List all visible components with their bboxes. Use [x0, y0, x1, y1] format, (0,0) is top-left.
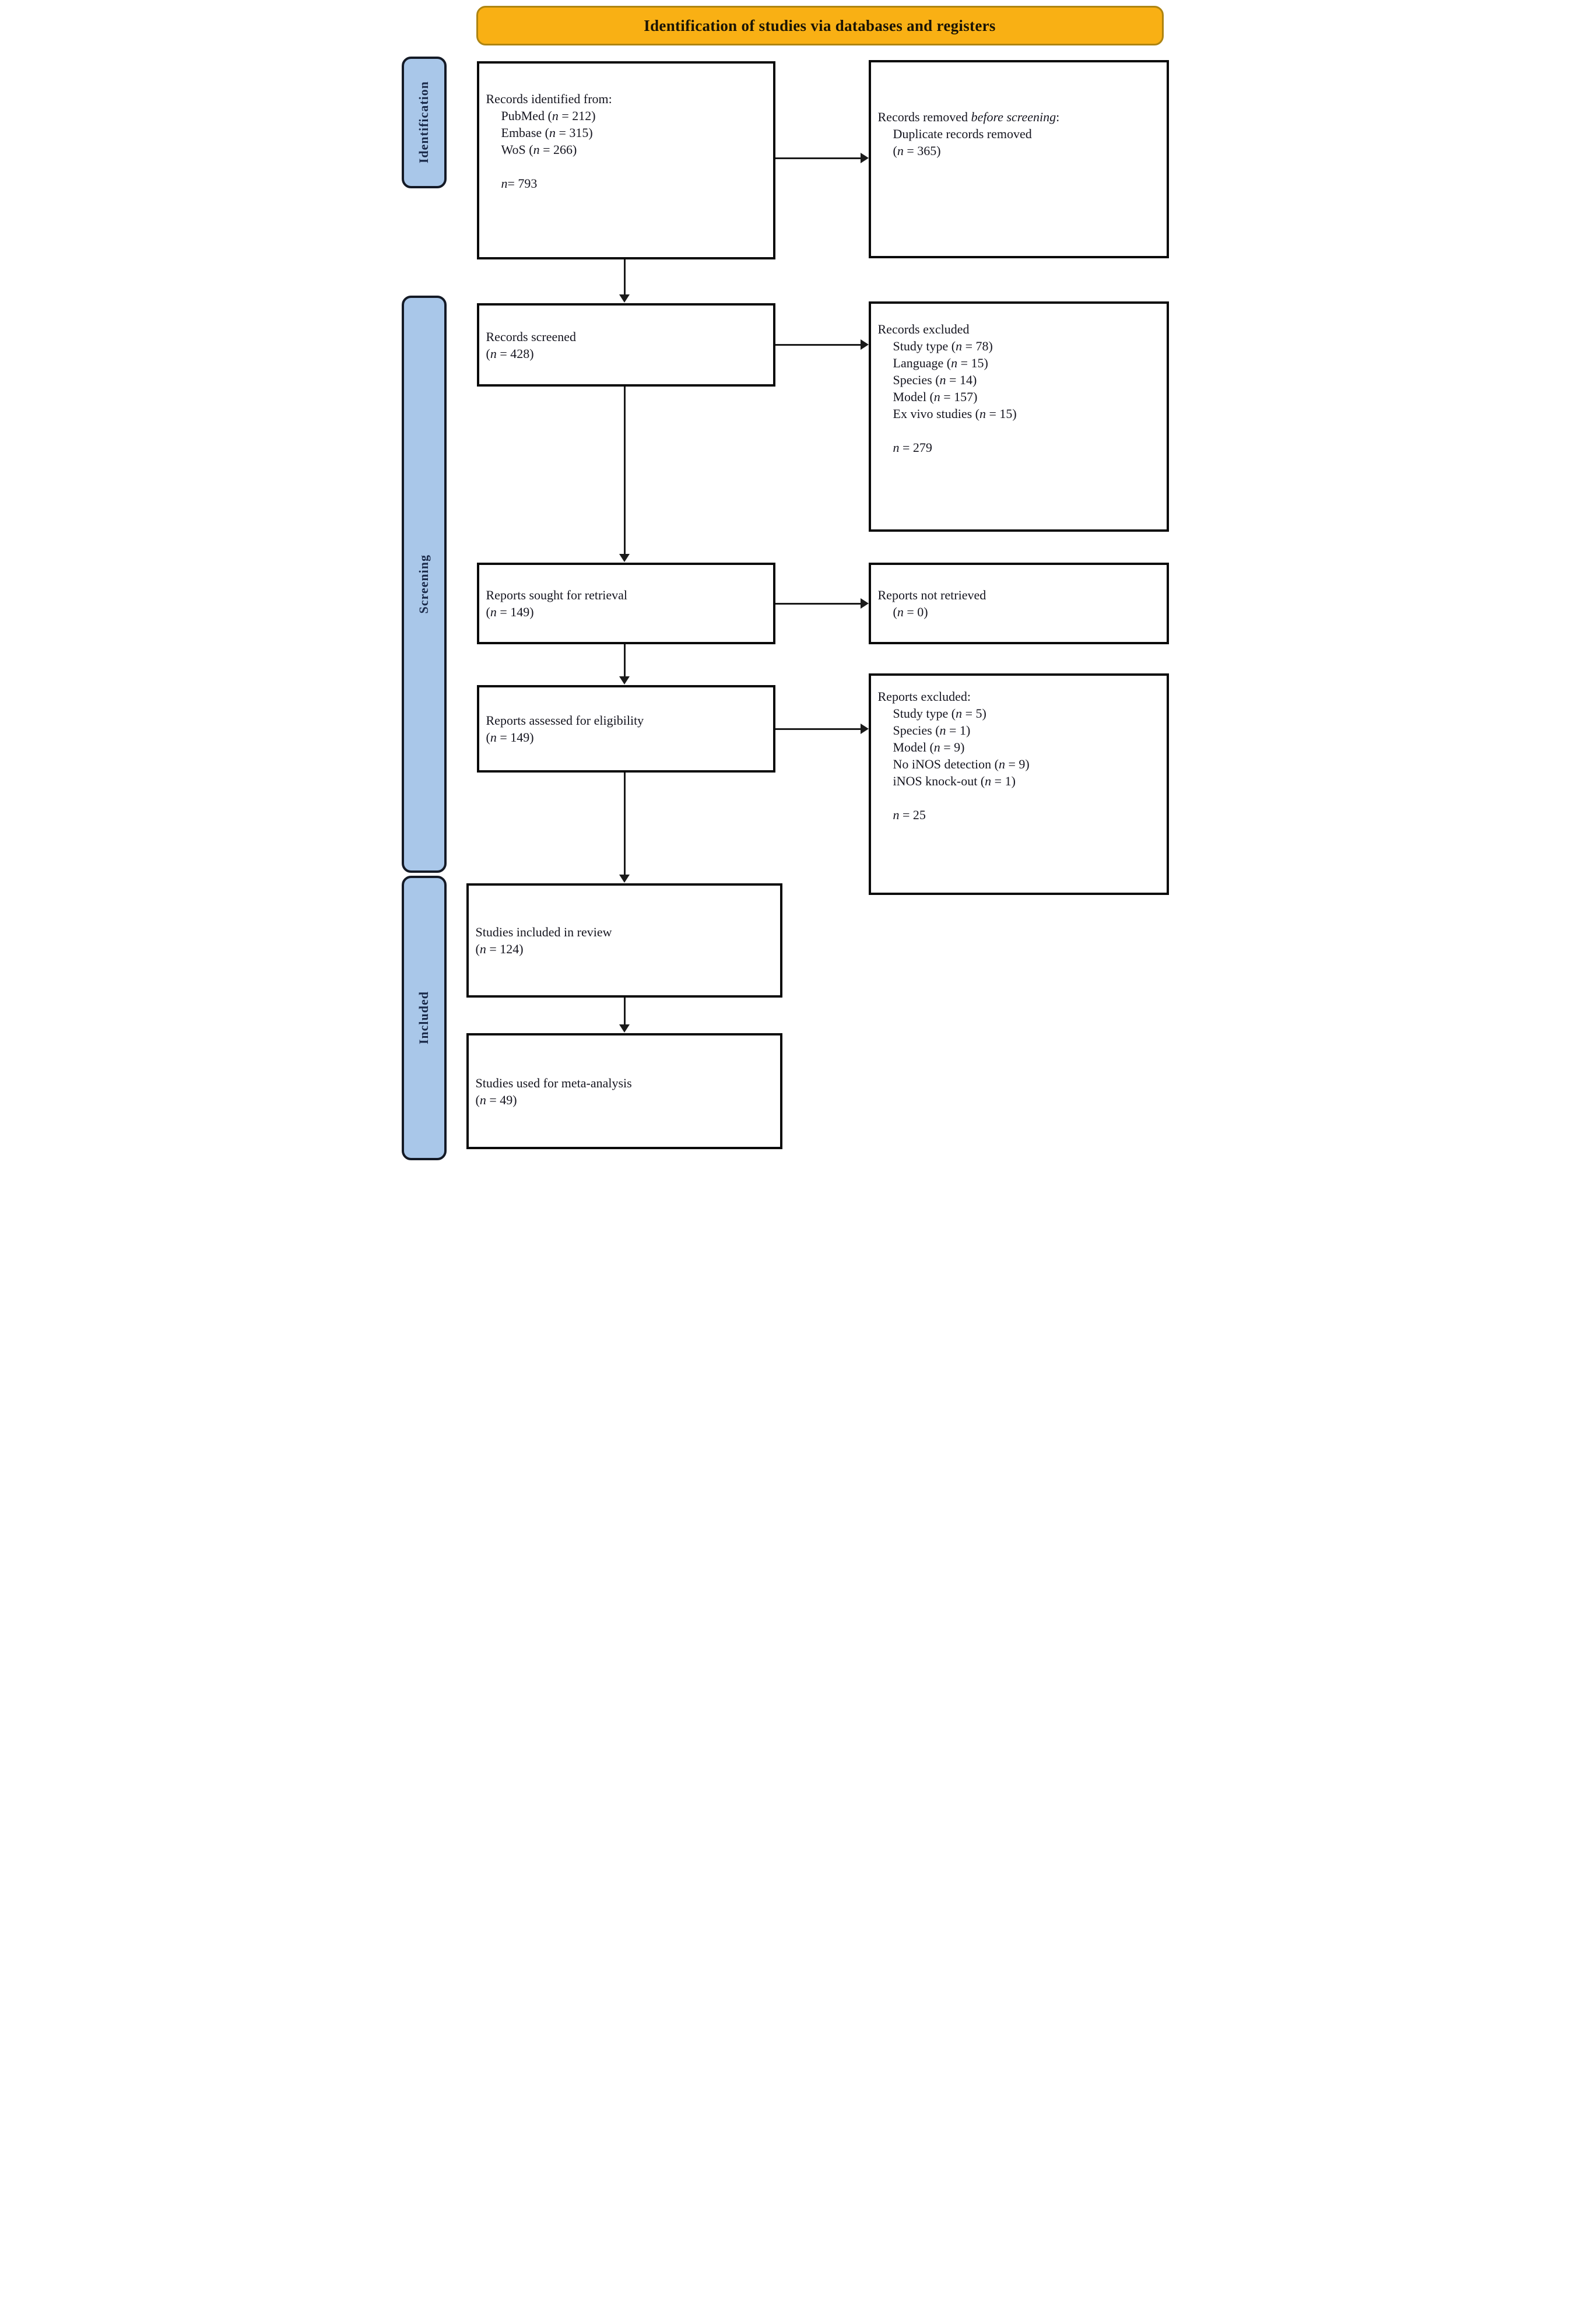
text-line: Duplicate records removed: [893, 127, 1032, 141]
box-studies-included-in-review: Studies included in review (n = 124): [466, 883, 782, 998]
text-line: Records identified from:: [486, 92, 612, 106]
text-line: [878, 789, 1161, 806]
text-line: Reports excluded:: [877, 689, 971, 704]
arrow-identified-to-removed: [775, 153, 869, 163]
text-line: Reports assessed for eligibility: [486, 713, 644, 728]
text-line: (n = 428): [486, 346, 534, 361]
text-line: PubMed (n = 212): [501, 108, 596, 123]
text-line: Study type (n = 5): [893, 706, 986, 721]
box-reports-assessed-for-eligibility: Reports assessed for eligibility (n = 149…: [476, 685, 775, 773]
arrow-sought-to-not-retrieved: [775, 598, 869, 609]
stage-identification-label: Identification: [416, 81, 431, 164]
arrow-assessed-to-excluded: [775, 724, 869, 734]
stage-identification: Identification: [401, 57, 447, 188]
banner-title: Identification of studies via databases …: [476, 6, 1164, 45]
arrow-sought-to-assessed: [619, 644, 630, 684]
text-line: (n = 124): [475, 942, 524, 956]
box-reports-sought-for-retrieval: Reports sought for retrieval (n = 149): [476, 563, 775, 644]
text-line: Species (n = 1): [893, 723, 971, 738]
box-reports-excluded: Reports excluded: Study type (n = 5) Speci…: [868, 673, 1169, 895]
box-reports-not-retrieved: Reports not retrieved (n = 0): [868, 563, 1169, 644]
arrow-identified-to-screened: [619, 259, 630, 303]
text-line: Records screened: [486, 329, 577, 344]
text-line: Records excluded: [877, 322, 970, 336]
text-line: Embase (n = 315): [501, 125, 593, 140]
text-line: [486, 158, 767, 175]
text-line: n = 279: [893, 440, 932, 455]
text-line: Model (n = 157): [893, 389, 978, 404]
text-line: Ex vivo studies (n = 15): [893, 406, 1017, 421]
arrow-assessed-to-included: [619, 773, 630, 883]
text-line: (n = 149): [486, 730, 534, 745]
arrow-screened-to-excluded: [775, 339, 869, 350]
prisma-flow-diagram: Identification of studies via databases …: [393, 0, 1180, 1162]
text-line: iNOS knock-out (n = 1): [893, 774, 1016, 788]
text-line: Studies used for meta-analysis: [475, 1075, 632, 1090]
text-line: No iNOS detection (n = 9): [893, 757, 1030, 771]
text-line: (n = 0): [893, 605, 928, 619]
text-line: Reports not retrieved: [877, 588, 986, 602]
text-line: Species (n = 14): [893, 373, 977, 387]
text-line: [878, 422, 1161, 439]
stage-included-label: Included: [416, 991, 431, 1045]
text-line: Records removed before screening:: [877, 110, 1060, 124]
stage-screening-label: Screening: [416, 554, 431, 614]
box-studies-used-for-meta-analysis: Studies used for meta-analysis (n = 49): [466, 1033, 782, 1149]
stage-screening: Screening: [401, 296, 447, 873]
text-line: (n = 149): [486, 605, 534, 619]
arrow-screened-to-sought: [619, 387, 630, 562]
stage-included: Included: [401, 876, 447, 1160]
text-line: Reports sought for retrieval: [486, 588, 628, 602]
box-records-screened: Records screened (n = 428): [476, 303, 775, 387]
box-records-identified: Records identified from: PubMed (n = 212)…: [476, 61, 775, 259]
text-line: n= 793: [501, 176, 538, 191]
box-records-removed-before-screening: Records removed before screening: Duplica…: [868, 60, 1169, 258]
text-line: (n = 49): [475, 1092, 517, 1107]
arrow-included-to-meta: [619, 998, 630, 1033]
text-line: Study type (n = 78): [893, 339, 993, 353]
text-line: (n = 365): [893, 143, 941, 158]
text-line: Studies included in review: [475, 925, 612, 939]
text-line: Language (n = 15): [893, 356, 988, 370]
text-line: Model (n = 9): [893, 740, 965, 754]
text-line: n = 25: [893, 808, 926, 822]
text-line: WoS (n = 266): [501, 142, 577, 157]
